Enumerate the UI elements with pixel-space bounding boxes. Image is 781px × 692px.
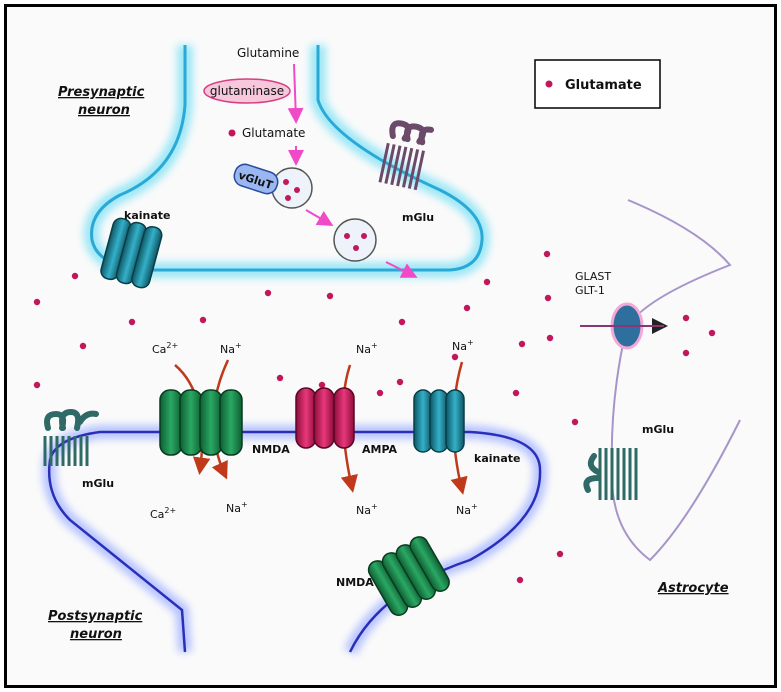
glutamate-dot bbox=[556, 550, 564, 558]
glutamate-dot bbox=[396, 378, 404, 386]
presynaptic-label-1: Presynaptic bbox=[58, 85, 145, 100]
nmda-receptor-lower bbox=[367, 536, 450, 616]
ca-bottom-label: Ca2+ bbox=[150, 506, 176, 521]
nmda-lower-label: NMDA bbox=[336, 576, 374, 589]
glutamate-dot bbox=[71, 272, 79, 280]
postsynaptic-membrane bbox=[42, 425, 548, 656]
na-nmda-top-label: Na+ bbox=[220, 341, 242, 356]
ampa-label: AMPA bbox=[362, 443, 398, 456]
glutamate-dots bbox=[33, 250, 716, 584]
legend-label: Glutamate bbox=[565, 78, 642, 93]
glutamate-dot bbox=[276, 374, 284, 382]
glutamate-dot-icon bbox=[228, 129, 236, 137]
glutaminase-arrow bbox=[287, 63, 304, 124]
glutaminase-ellipse bbox=[203, 78, 291, 104]
glutamate-dot bbox=[708, 329, 716, 337]
nmda-label: NMDA bbox=[252, 443, 290, 456]
glutamate-dot bbox=[512, 389, 520, 397]
glutamate-dot bbox=[543, 250, 551, 258]
glutamate-dot bbox=[571, 418, 579, 426]
na-kainate-bottom-label: Na+ bbox=[456, 502, 478, 517]
glutamate-dot bbox=[483, 278, 491, 286]
kainate-receptor-pre bbox=[100, 217, 163, 289]
glutamate-dot bbox=[518, 340, 526, 348]
vesicle-2 bbox=[333, 218, 377, 262]
glutamate-dot bbox=[326, 292, 334, 300]
ion-labels: Ca2+ Na+ Na+ Na+ Ca2+ Na+ Na+ Na+ bbox=[150, 338, 478, 521]
na-nmda-bottom-label: Na+ bbox=[226, 500, 248, 515]
glutamate-label-pre: Glutamate bbox=[242, 126, 305, 140]
mglu-receptor-pre bbox=[378, 120, 435, 191]
glast-label: GLAST bbox=[575, 270, 611, 283]
glutamate-dot bbox=[682, 314, 690, 322]
postsynaptic-label-2: neuron bbox=[70, 627, 122, 642]
mglu-label-post: mGlu bbox=[82, 477, 114, 490]
na-kainate-top-label: Na+ bbox=[452, 338, 474, 353]
na-ampa-bottom-label: Na+ bbox=[356, 502, 378, 517]
mglu-label-astro: mGlu bbox=[642, 423, 674, 436]
glutamate-dot bbox=[33, 298, 41, 306]
glutamate-dot bbox=[33, 381, 41, 389]
glutamate-dot bbox=[264, 289, 272, 297]
kainate-label-post: kainate bbox=[474, 452, 520, 465]
vesicle-1 bbox=[271, 167, 313, 209]
glt1-label: GLT-1 bbox=[575, 284, 605, 297]
glutamate-dot bbox=[544, 294, 552, 302]
astrocyte-label: Astrocyte bbox=[657, 581, 729, 596]
glutamate-dot bbox=[79, 342, 87, 350]
vglut-transporter bbox=[233, 163, 279, 195]
legend: Glutamate bbox=[534, 59, 661, 109]
presynaptic-membrane bbox=[83, 45, 491, 278]
glutamate-dot bbox=[376, 389, 384, 397]
astrocyte-membrane bbox=[610, 199, 741, 562]
glutamate-dot bbox=[199, 316, 207, 324]
glutamate-dot bbox=[398, 318, 406, 326]
glutamate-dot bbox=[546, 334, 554, 342]
kainate-receptor-post bbox=[413, 361, 468, 495]
glutamate-dot bbox=[451, 353, 459, 361]
ampa-receptor bbox=[295, 364, 358, 493]
kainate-label-pre: kainate bbox=[124, 209, 170, 222]
postsynaptic-label-1: Postsynaptic bbox=[48, 609, 143, 624]
glutamate-dot bbox=[128, 318, 136, 326]
ca-top-label: Ca2+ bbox=[152, 341, 178, 356]
glutamine-cycle: Glutamine glutaminase Glutamate vGluT bbox=[203, 46, 418, 278]
glutaminase-label: glutaminase bbox=[210, 84, 284, 98]
glutamate-dot bbox=[682, 349, 690, 357]
release-arrow bbox=[385, 261, 418, 278]
nmda-receptor bbox=[159, 359, 243, 480]
vesicle-arrow bbox=[305, 209, 334, 227]
glutamine-label: Glutamine bbox=[237, 46, 299, 60]
glutamate-dot bbox=[516, 576, 524, 584]
na-ampa-top-label: Na+ bbox=[356, 341, 378, 356]
glutamate-dot bbox=[463, 304, 471, 312]
glast-transporter: GLAST GLT-1 bbox=[575, 270, 668, 350]
mglu-label-pre: mGlu bbox=[402, 211, 434, 224]
mglu-receptor-post bbox=[43, 408, 99, 466]
legend-dot-icon bbox=[545, 80, 553, 88]
presynaptic-label-2: neuron bbox=[78, 103, 130, 118]
glutamate-dot bbox=[318, 381, 326, 389]
mglu-receptor-astro bbox=[583, 448, 638, 500]
